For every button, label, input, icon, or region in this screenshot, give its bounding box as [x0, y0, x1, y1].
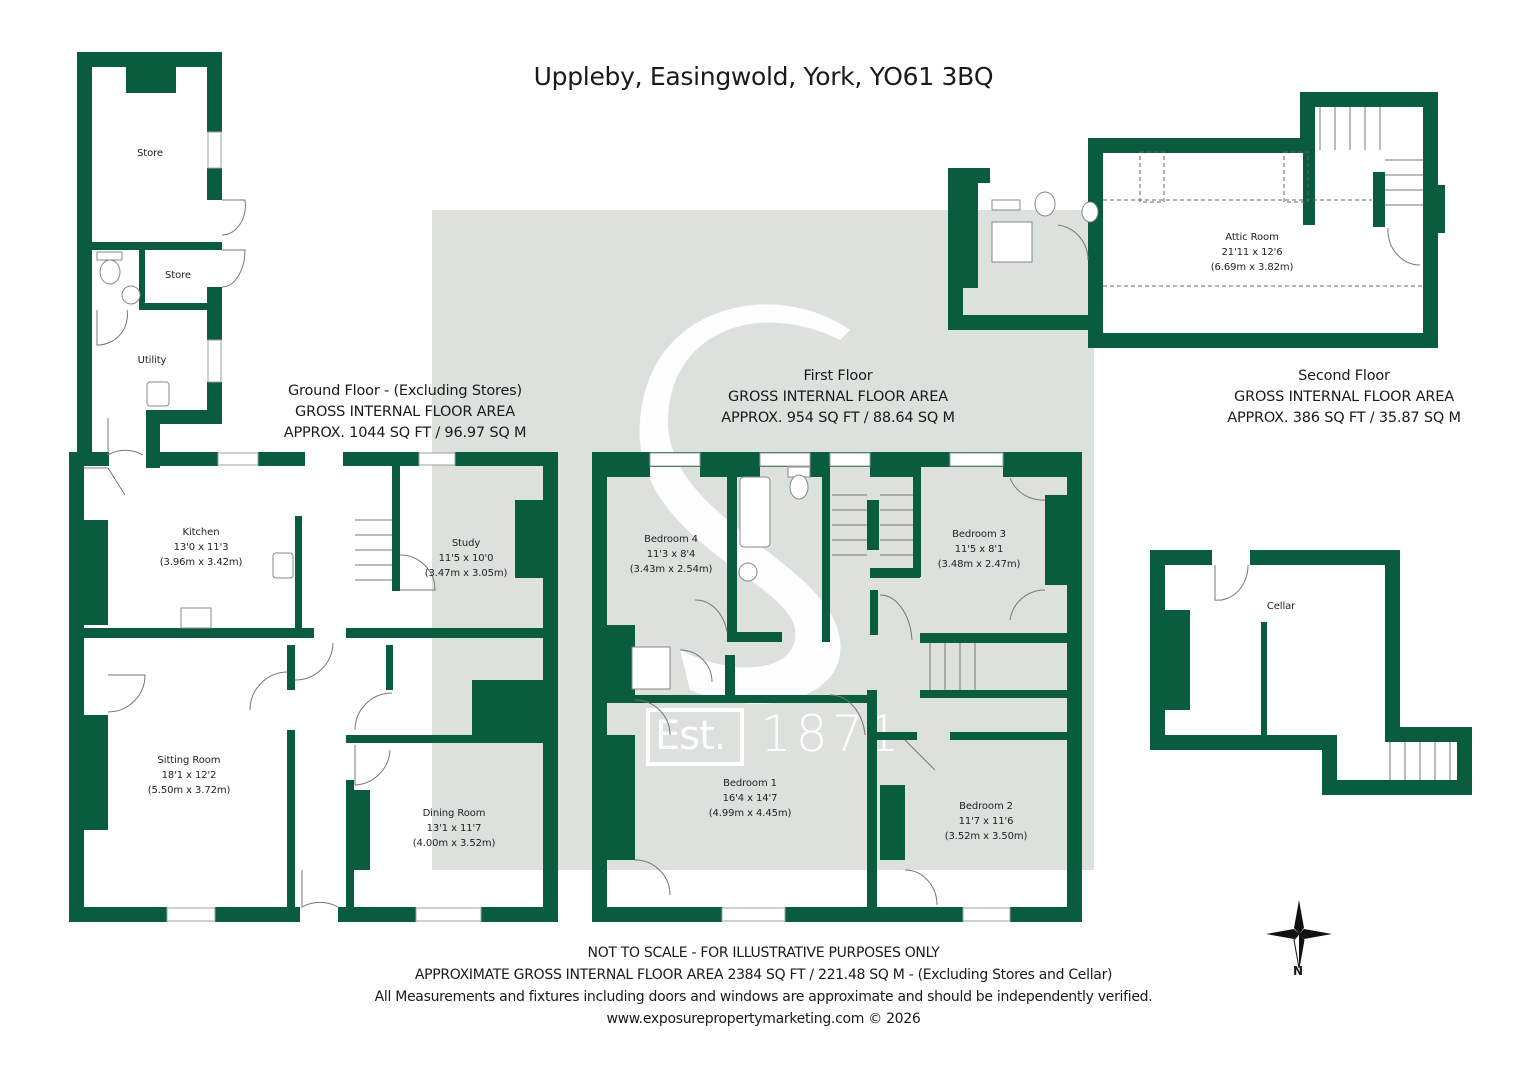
second-floor-label: Second Floor GROSS INTERNAL FLOOR AREA A…: [1194, 366, 1494, 429]
doors: [84, 199, 1421, 908]
floor-area-title: GROSS INTERNAL FLOOR AREA: [1234, 389, 1454, 405]
floor-area-title: GROSS INTERNAL FLOOR AREA: [295, 404, 515, 420]
room-store-small: Store: [165, 270, 191, 281]
second-floor-walls: [948, 92, 1445, 348]
first-floor-label: First Floor GROSS INTERNAL FLOOR AREA AP…: [688, 366, 988, 429]
floor-area-value: APPROX. 1044 SQ FT / 96.97 SQ M: [283, 425, 527, 441]
cellar-walls: [1150, 550, 1472, 795]
floor-area-value: APPROX. 386 SQ FT / 35.87 SQ M: [1227, 410, 1461, 426]
fixtures: [96, 191, 1099, 690]
eave-lines: [1103, 151, 1423, 287]
footer-measurement-note: All Measurements and fixtures including …: [374, 989, 1153, 1005]
stairs: [355, 107, 1451, 780]
floor-name: Ground Floor - (Excluding Stores): [288, 383, 522, 399]
floor-area-title: GROSS INTERNAL FLOOR AREA: [728, 389, 948, 405]
room-utility: Utility: [137, 355, 167, 366]
ground-floor-walls: [69, 52, 558, 922]
page-title: Uppleby, Easingwold, York, YO61 3BQ: [0, 62, 1527, 91]
compass-rose-icon: N: [1264, 898, 1334, 982]
ground-floor-label: Ground Floor - (Excluding Stores) GROSS …: [255, 381, 555, 444]
room-store-large: Store: [137, 148, 163, 159]
footer-website-link[interactable]: www.exposurepropertymarketing.com © 2026: [606, 1011, 921, 1027]
footer-total-area: APPROXIMATE GROSS INTERNAL FLOOR AREA 23…: [414, 967, 1113, 983]
floor-name: First Floor: [803, 368, 873, 384]
footer-disclaimer: NOT TO SCALE - FOR ILLUSTRATIVE PURPOSES…: [0, 942, 1527, 1030]
first-floor-walls: [592, 452, 1082, 922]
windows: [166, 131, 1011, 922]
room-cellar: Cellar: [1266, 601, 1296, 612]
floor-area-value: APPROX. 954 SQ FT / 88.64 SQ M: [721, 410, 955, 426]
footer-scale-note: NOT TO SCALE - FOR ILLUSTRATIVE PURPOSES…: [587, 945, 940, 961]
floor-name: Second Floor: [1298, 368, 1390, 384]
address-text: Uppleby, Easingwold, York, YO61 3BQ: [533, 62, 994, 91]
compass-north-label: N: [1293, 964, 1304, 978]
